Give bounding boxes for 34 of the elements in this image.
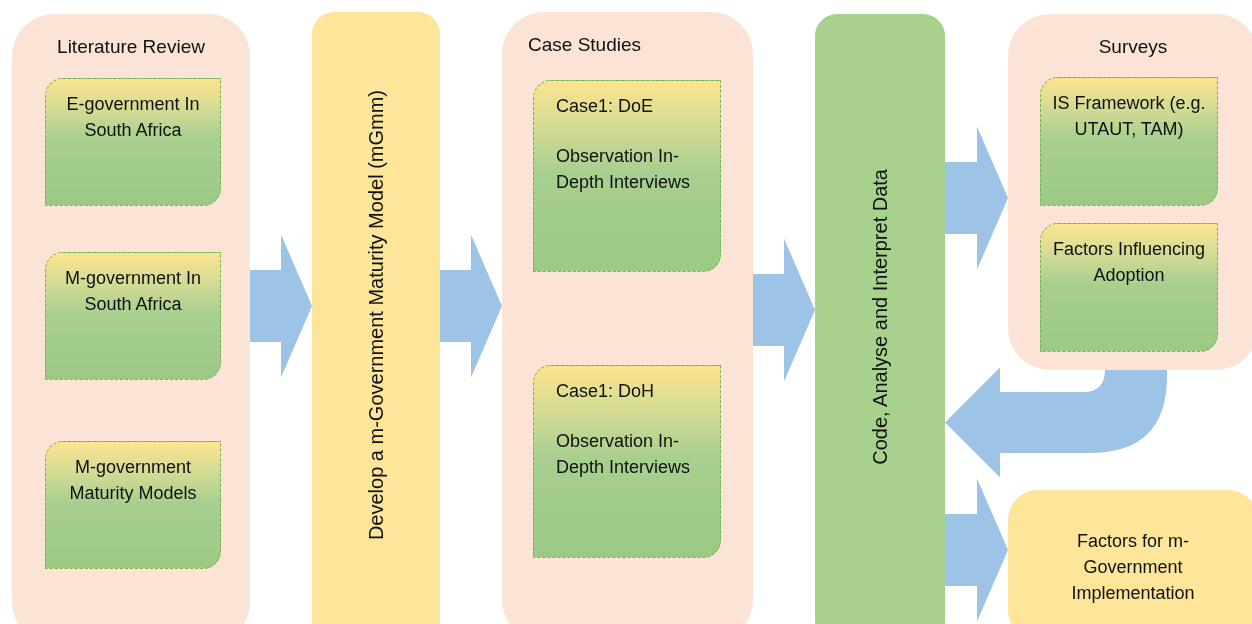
card-text: Factors Influencing Adoption [1051,238,1207,287]
block-arrow [440,234,502,378]
group-title: Case Studies [528,34,642,56]
step-card [1040,223,1218,352]
process-text: Code, Analyse and Interpret Data [868,169,892,465]
block-arrow [945,126,1008,270]
card-text: IS Framework (e.g. UTAUT, TAM) [1051,92,1207,141]
step-card [45,252,221,380]
card-text: Case1: DoE [556,95,654,118]
block-arrow [945,478,1008,622]
card-text: M-government Maturity Models [68,456,198,505]
step-card [533,80,721,272]
outcome-text: Factors for m-Government Implementation [1070,530,1196,605]
block-arrow [250,234,312,378]
process-bar [815,14,945,624]
process-bar [312,12,440,624]
block-arrow [753,238,815,382]
card-text: Case1: DoH [556,380,655,403]
block-arrow [945,367,1167,478]
step-card [533,365,721,558]
process-text: Develop a m-Government Maturity Model (mGmm) [364,89,388,541]
card-text: M-government In South Africa [63,267,203,316]
card-text: Observation In-Depth Interviews [556,430,692,479]
card-text: E-government In South Africa [65,93,201,142]
outcome-box [1008,490,1252,624]
group-panel [1008,14,1252,370]
step-card [45,78,221,206]
step-card [45,441,221,569]
step-card [1040,77,1218,206]
card-text: Observation In-Depth Interviews [556,145,692,194]
group-title: Literature Review [56,36,206,58]
group-panel [12,14,250,624]
group-panel [502,12,753,624]
group-title: Surveys [1097,36,1169,58]
